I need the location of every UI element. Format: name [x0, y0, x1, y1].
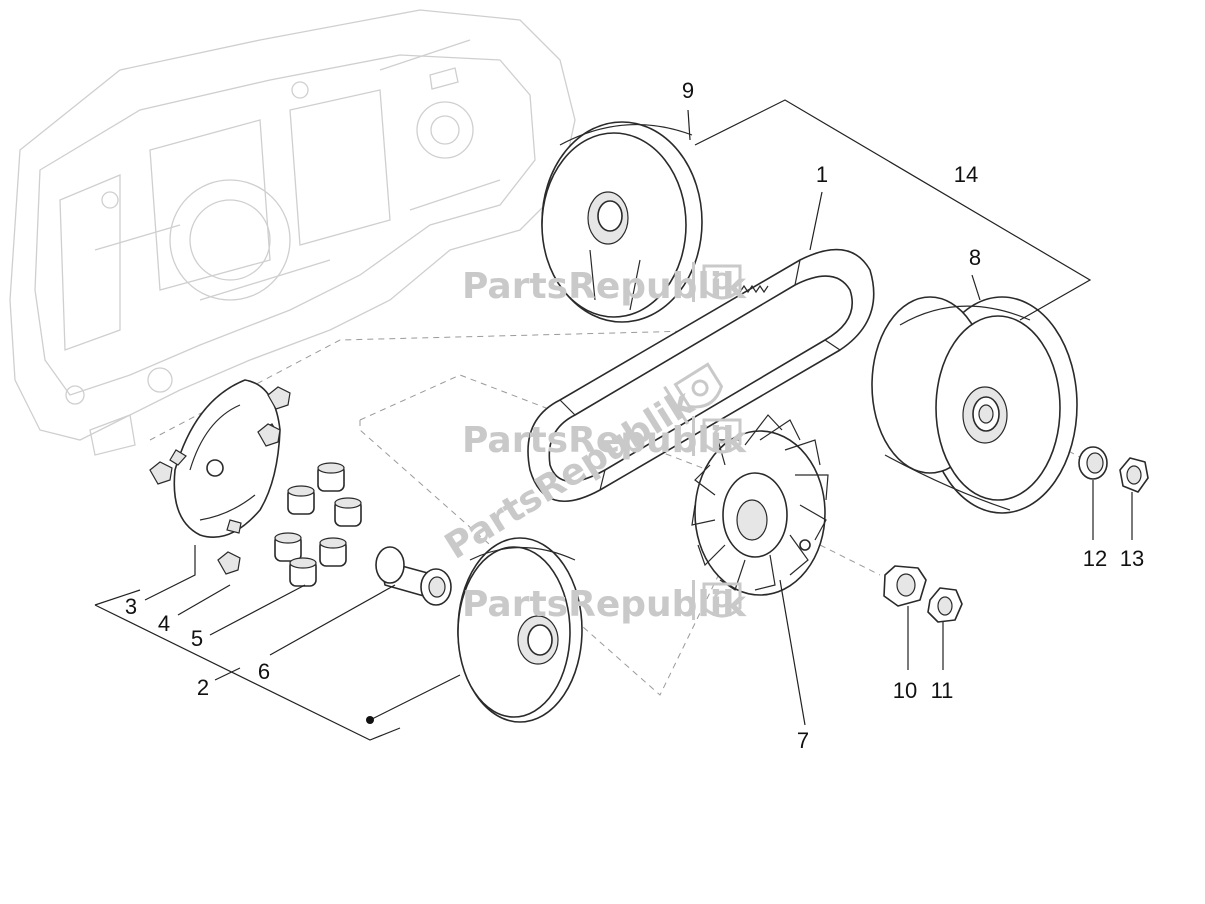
watermark-middle: PartsRepublik [462, 416, 747, 461]
part-5-rollers [274, 462, 362, 587]
part-6-bushing [375, 546, 452, 606]
watermark-top: PartsRepublik [462, 262, 747, 307]
part-11-nut [927, 587, 963, 623]
callout-7: 7 [797, 728, 809, 753]
callout-14: 14 [954, 162, 978, 187]
part-12-spacer [1078, 446, 1108, 480]
crankcase-ghost [9, 9, 576, 456]
watermark-text: PartsRepublik [462, 420, 747, 461]
callout-4: 4 [158, 611, 170, 636]
callout-13: 13 [1120, 546, 1144, 571]
part-4-sliders [149, 386, 291, 575]
gear-shield-icon [673, 362, 724, 409]
leader-lines [94, 99, 1133, 741]
callout-labels: 9 1 14 8 12 13 10 11 7 3 4 5 6 2 [125, 78, 1144, 753]
part-9-driven-pulley-half [541, 121, 703, 323]
part-8-driven-pulley [871, 296, 1078, 514]
callout-9: 9 [682, 78, 694, 103]
watermark-text: PartsRepublik [462, 266, 747, 307]
part-7-fan-pulley [691, 414, 829, 596]
callout-6: 6 [258, 659, 270, 684]
gear-shield-icon [702, 418, 742, 454]
callout-1: 1 [816, 162, 828, 187]
callout-8: 8 [969, 245, 981, 270]
callout-5: 5 [191, 626, 203, 651]
callout-3: 3 [125, 594, 137, 619]
callout-2: 2 [197, 675, 209, 700]
watermark-bottom: PartsRepublik [462, 580, 747, 625]
part-1-drive-belt [527, 248, 875, 503]
part-13-nut [1119, 457, 1149, 493]
gear-shield-icon [702, 264, 742, 300]
part-3-ramp-plate [169, 379, 281, 539]
part-10-washer [883, 565, 927, 607]
callout-12: 12 [1083, 546, 1107, 571]
callout-10: 10 [893, 678, 917, 703]
gear-shield-icon [702, 582, 742, 618]
watermark-text: PartsRepublik [462, 584, 747, 625]
callout-11: 11 [931, 678, 954, 703]
part-2-movable-drive-pulley [457, 537, 583, 723]
